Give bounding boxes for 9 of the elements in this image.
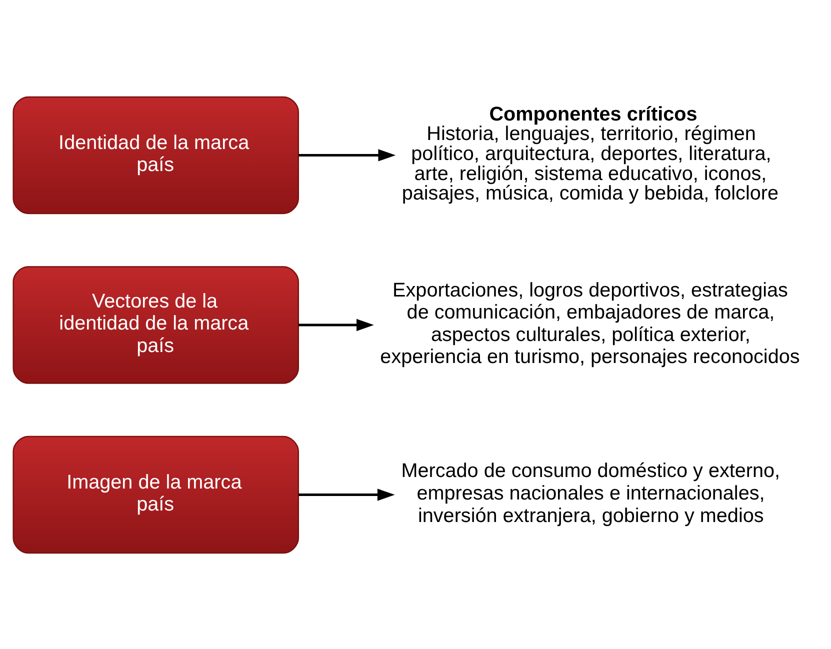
node-text: Mercado de consumo doméstico y externo, empresas nacionales e internacionales, inversión extranjera, gobierno y medios xyxy=(401,460,780,526)
arrow xyxy=(298,488,395,500)
node-text: Exportaciones, logros deportivos, estrategias de comunicación, embajadores de marca, aspectos culturales, política exterior, experiencia en turismo, personajes reconocidos xyxy=(380,278,800,368)
node-box: Identidad de la marca país xyxy=(12,96,299,214)
arrow xyxy=(298,148,396,161)
node-box: Vectores de la identidad de la marca país xyxy=(12,266,299,384)
arrow xyxy=(298,318,374,331)
node-box: Imagen de la marca país xyxy=(12,435,299,554)
node-text: Componentes críticos Historia, lenguajes, territorio, régimen político, arquitectura, deportes, literatura, arte, religión, sistema educativo, iconos, paisajes, música, comida y bebida, folclore xyxy=(402,102,778,204)
